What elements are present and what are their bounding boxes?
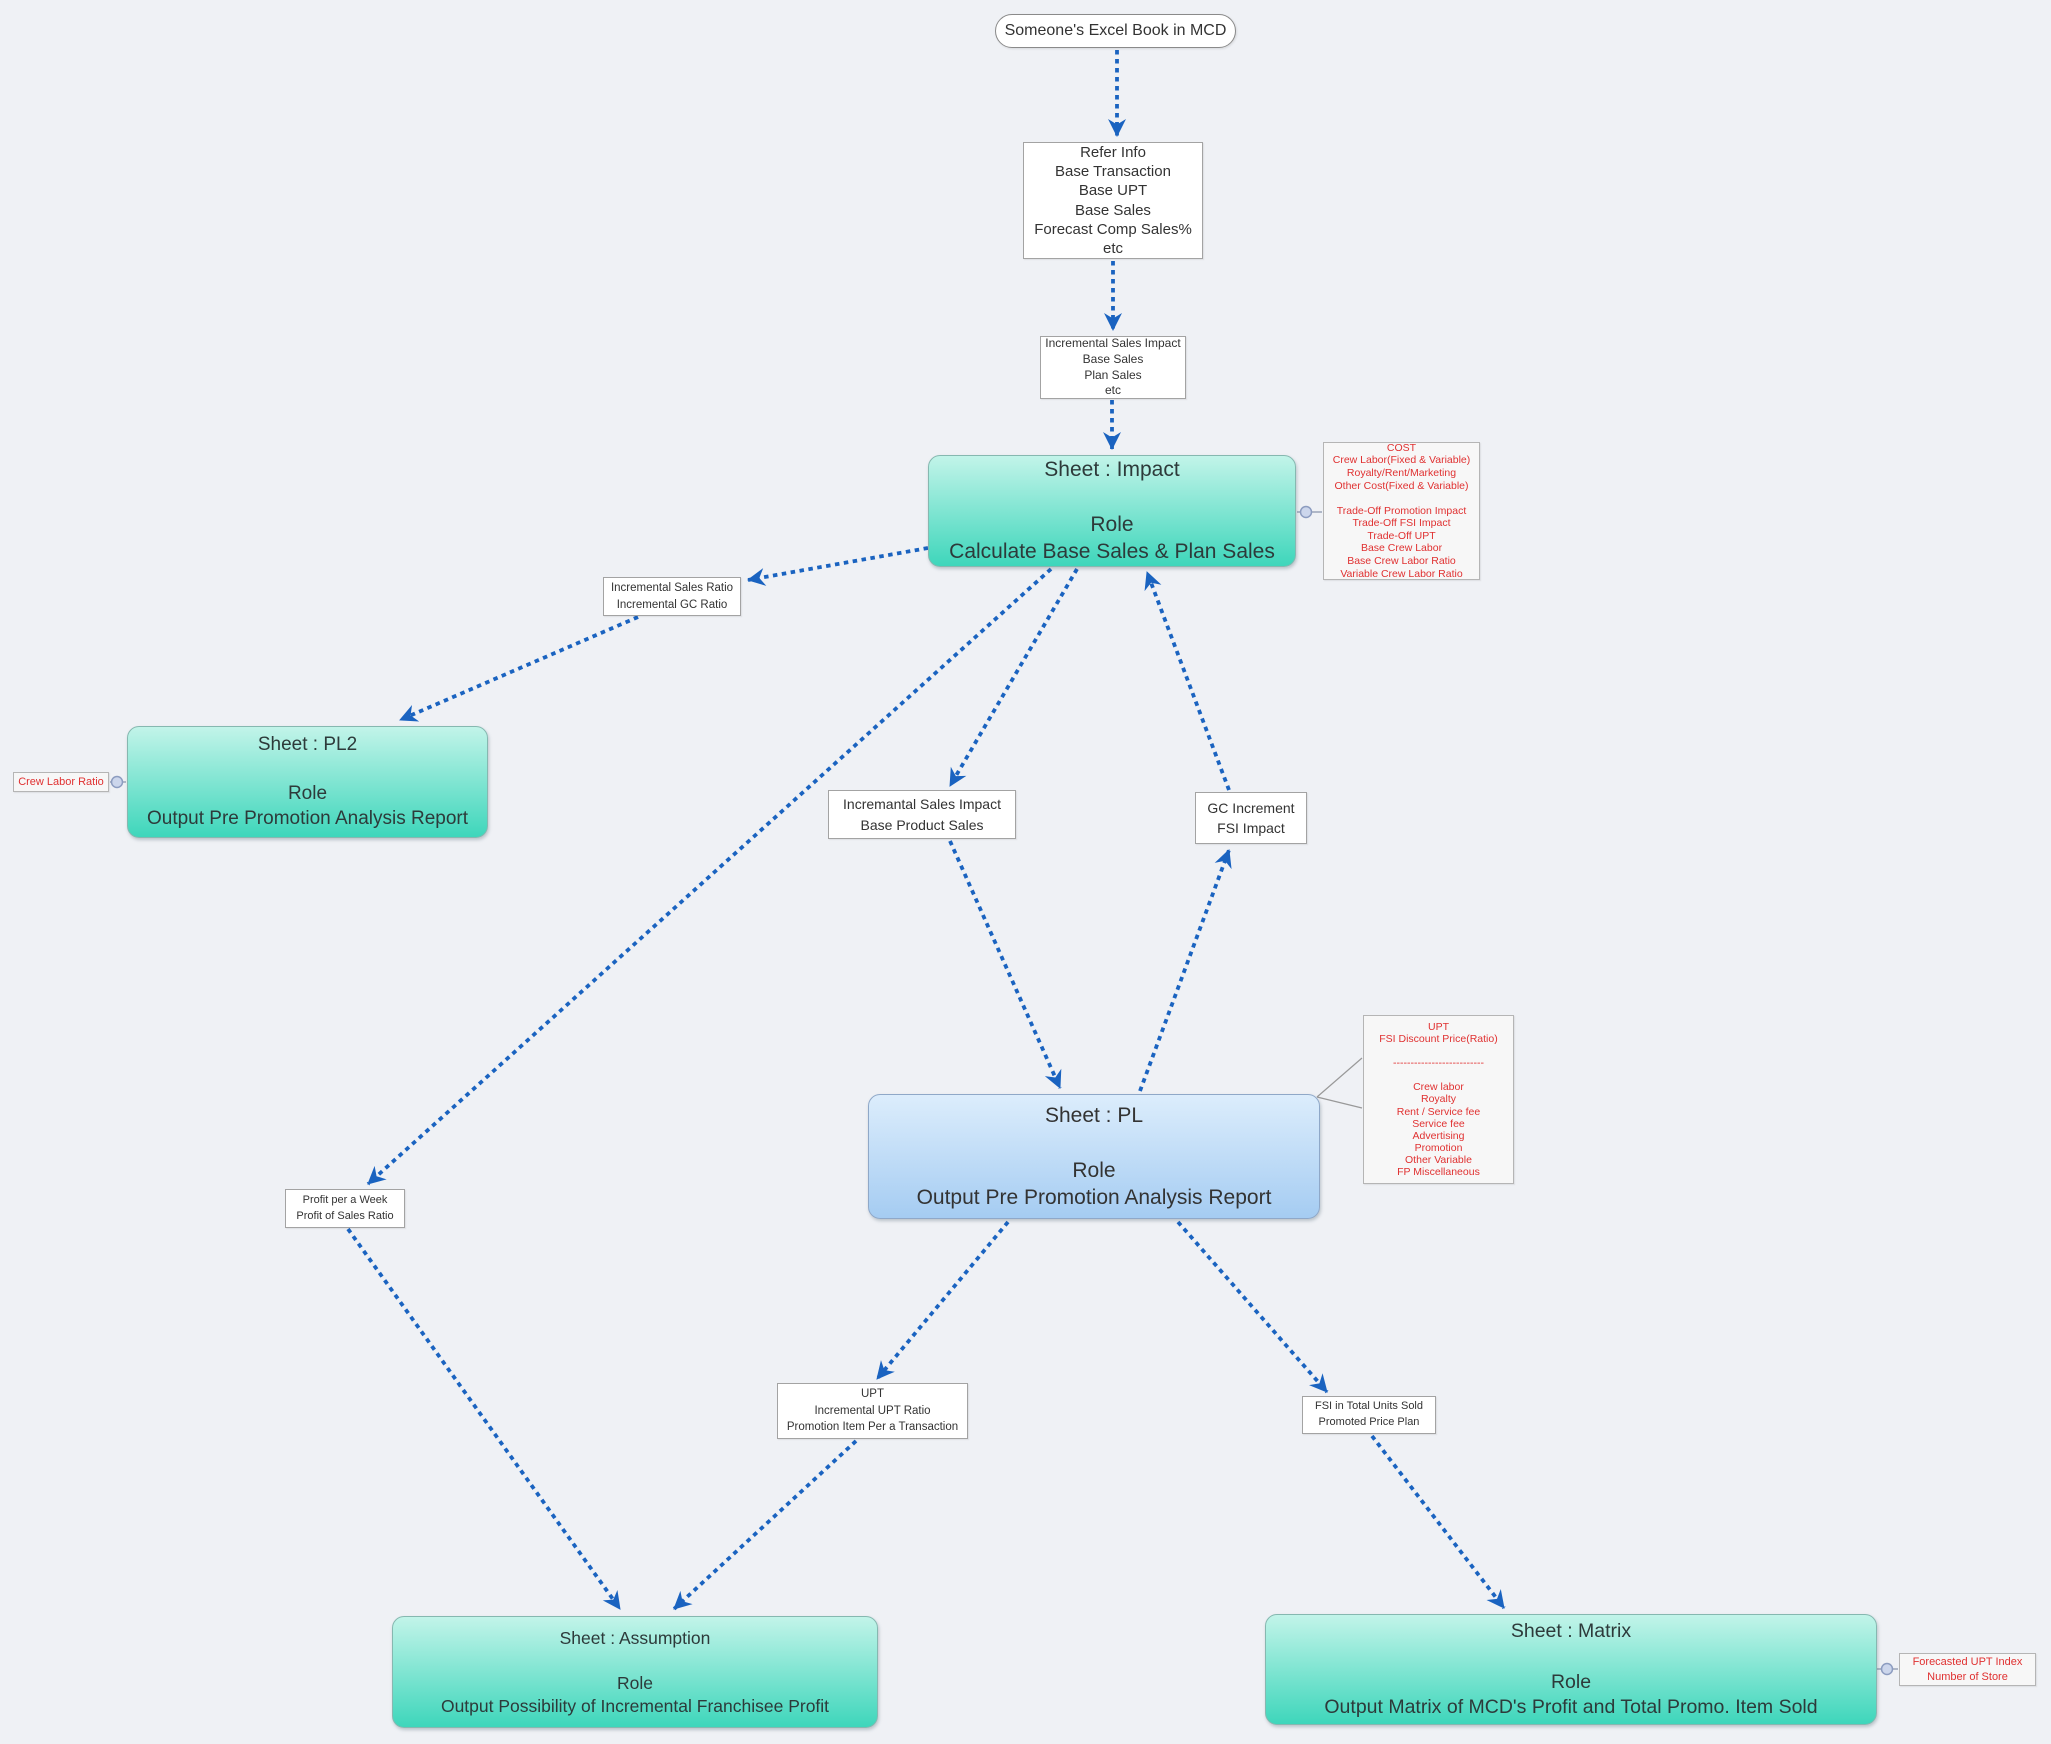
node-sheet-impact: Sheet : Impact Role Calculate Base Sales…	[928, 455, 1296, 567]
note-forecasted-upt-index: Forecasted UPT Index Number of Store	[1899, 1653, 2036, 1686]
callout-pl-upt-top	[1316, 1057, 1363, 1098]
connector-matrix-forecast-dot	[1880, 1662, 1894, 1676]
node-excel-book: Someone's Excel Book in MCD	[995, 14, 1236, 48]
connector-impact-cost-dot	[1299, 505, 1313, 519]
edge-impact-to-profit-label	[366, 567, 1053, 1186]
node-sheet-pl2: Sheet : PL2 Role Output Pre Promotion An…	[127, 726, 488, 838]
label-profit-per-week: Profit per a Week Profit of Sales Ratio	[285, 1189, 405, 1228]
edge-pl-to-upt-label	[875, 1220, 1010, 1381]
connector-pl2-crewlabor-dot	[110, 775, 124, 789]
edge-ratio-label-to-pl2	[399, 615, 639, 722]
edge-pl-to-fsi-label	[1176, 1220, 1329, 1394]
label-incremental-sales-ratio: Incremental Sales Ratio Incremental GC R…	[603, 577, 741, 616]
edge-salesimpact-label-to-pl	[948, 840, 1062, 1089]
label-upt-ratio: UPT Incremental UPT Ratio Promotion Item…	[777, 1383, 968, 1439]
label-fsi-total-units: FSI in Total Units Sold Promoted Price P…	[1302, 1396, 1436, 1434]
edge-pl-to-gc-label	[1138, 849, 1232, 1092]
note-crew-labor-ratio: Crew Labor Ratio	[13, 772, 109, 792]
edge-impact-to-ratio-label	[747, 546, 929, 586]
edge-impact-to-salesimpact-label	[948, 568, 1079, 787]
node-sheet-assumption: Sheet : Assumption Role Output Possibili…	[392, 1616, 878, 1728]
edge-fsi-label-to-matrix	[1370, 1434, 1506, 1610]
node-sales-io: Incremental Sales Impact Base Sales Plan…	[1040, 336, 1186, 399]
edge-upt-label-to-assumption	[672, 1439, 858, 1611]
node-sheet-matrix: Sheet : Matrix Role Output Matrix of MCD…	[1265, 1614, 1877, 1725]
note-cost: COST Crew Labor(Fixed & Variable) Royalt…	[1323, 442, 1480, 580]
edge-gc-label-to-impact	[1144, 571, 1231, 791]
node-refer-info: Refer Info Base Transaction Base UPT Bas…	[1023, 142, 1203, 259]
label-gc-increment: GC Increment FSI Impact	[1195, 792, 1307, 844]
edge-profit-label-to-assumption	[346, 1227, 622, 1611]
note-upt-cost-items: UPT FSI Discount Price(Ratio) ----------…	[1363, 1015, 1514, 1184]
label-incremantal-sales-impact: Incremantal Sales Impact Base Product Sa…	[828, 790, 1016, 839]
node-sheet-pl: Sheet : PL Role Output Pre Promotion Ana…	[868, 1094, 1320, 1219]
callout-pl-upt-bottom	[1316, 1096, 1363, 1109]
